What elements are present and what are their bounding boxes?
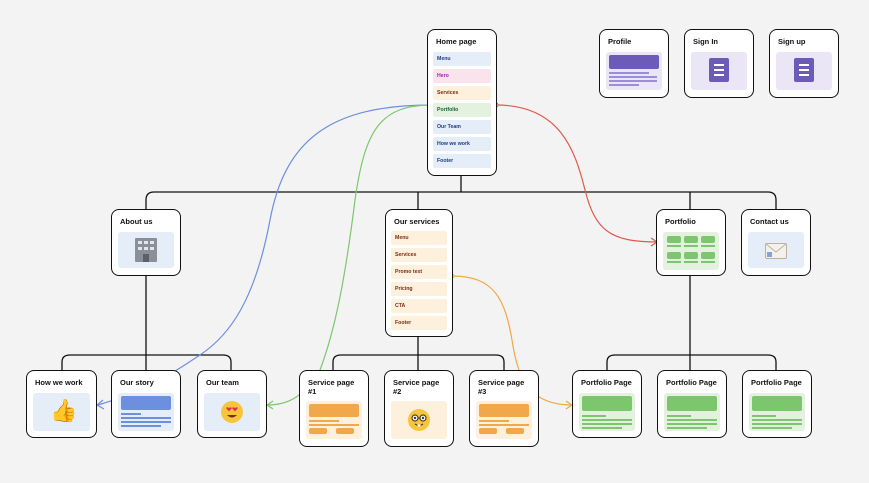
home-page-card[interactable]: Home page Menu Hero Services Portfolio O… xyxy=(427,29,497,176)
home-row-hero[interactable]: Hero xyxy=(433,69,491,83)
portfolio-page-card[interactable]: Portfolio Page xyxy=(572,370,642,438)
our-team-card[interactable]: Our team xyxy=(197,370,267,438)
home-row-services[interactable]: Services xyxy=(433,86,491,100)
home-row-footer[interactable]: Footer xyxy=(433,154,491,168)
service-page-2-title: Service page #2 xyxy=(393,378,440,396)
portfolio-page-card[interactable]: Portfolio Page xyxy=(742,370,812,438)
portfolio-page-title: Portfolio Page xyxy=(751,378,802,387)
portfolio-thumbnail xyxy=(663,232,719,270)
our-story-card[interactable]: Our story xyxy=(111,370,181,438)
portfolio-page-thumbnail xyxy=(579,393,635,431)
portfolio-page-title: Portfolio Page xyxy=(666,378,717,387)
form-icon xyxy=(709,58,729,82)
contact-us-title: Contact us xyxy=(750,217,789,226)
service-page-3-card[interactable]: Service page #3 xyxy=(469,370,539,447)
our-team-title: Our team xyxy=(206,378,239,387)
how-we-work-title: How we work xyxy=(35,378,83,387)
form-icon xyxy=(794,58,814,82)
services-row-services[interactable]: Services xyxy=(391,248,447,262)
sign-up-card[interactable]: Sign up xyxy=(769,29,839,98)
services-row-menu[interactable]: Menu xyxy=(391,231,447,245)
service-page-2-card[interactable]: Service page #2 xyxy=(384,370,454,447)
service-page-1-title: Service page #1 xyxy=(308,378,355,396)
envelope-icon xyxy=(765,243,787,259)
profile-thumbnail xyxy=(606,52,662,90)
portfolio-page-card[interactable]: Portfolio Page xyxy=(657,370,727,438)
about-us-title: About us xyxy=(120,217,153,226)
sign-in-title: Sign In xyxy=(693,37,718,46)
home-row-how-we-work[interactable]: How we work xyxy=(433,137,491,151)
home-row-menu[interactable]: Menu xyxy=(433,52,491,66)
portfolio-card[interactable]: Portfolio xyxy=(656,209,726,276)
how-we-work-card[interactable]: How we work 👍 xyxy=(26,370,97,438)
service-page-3-thumbnail xyxy=(476,401,532,439)
portfolio-title: Portfolio xyxy=(665,217,696,226)
our-story-thumbnail xyxy=(118,393,174,431)
portfolio-page-title: Portfolio Page xyxy=(581,378,632,387)
sign-in-thumbnail xyxy=(691,52,747,90)
services-row-footer[interactable]: Footer xyxy=(391,316,447,330)
services-row-pricing[interactable]: Pricing xyxy=(391,282,447,296)
our-services-card[interactable]: Our services Menu Services Promo text Pr… xyxy=(385,209,453,337)
office-building-icon xyxy=(135,238,157,262)
about-us-card[interactable]: About us xyxy=(111,209,181,276)
portfolio-page-thumbnail xyxy=(664,393,720,431)
thumbs-up-icon: 👍 xyxy=(50,399,78,424)
about-us-thumbnail xyxy=(118,232,174,268)
services-row-cta[interactable]: CTA xyxy=(391,299,447,313)
sign-up-title: Sign up xyxy=(778,37,806,46)
sign-up-thumbnail xyxy=(776,52,832,90)
our-story-title: Our story xyxy=(120,378,154,387)
service-page-2-thumbnail xyxy=(391,401,447,439)
home-page-title: Home page xyxy=(436,37,477,46)
sign-in-card[interactable]: Sign In xyxy=(684,29,754,98)
our-services-title: Our services xyxy=(394,217,440,226)
our-team-thumbnail xyxy=(204,393,260,431)
home-row-our-team[interactable]: Our Team xyxy=(433,120,491,134)
nerd-face-icon xyxy=(408,409,430,431)
profile-title: Profile xyxy=(608,37,632,46)
how-we-work-thumbnail: 👍 xyxy=(33,393,90,431)
home-row-portfolio[interactable]: Portfolio xyxy=(433,103,491,117)
service-page-3-title: Service page #3 xyxy=(478,378,525,396)
portfolio-page-thumbnail xyxy=(749,393,805,431)
contact-us-thumbnail xyxy=(748,232,804,268)
service-page-1-thumbnail xyxy=(306,401,362,439)
heart-eyes-face-icon xyxy=(221,401,243,423)
contact-us-card[interactable]: Contact us xyxy=(741,209,811,276)
profile-card[interactable]: Profile xyxy=(599,29,669,98)
service-page-1-card[interactable]: Service page #1 xyxy=(299,370,369,447)
services-row-promo-text[interactable]: Promo text xyxy=(391,265,447,279)
